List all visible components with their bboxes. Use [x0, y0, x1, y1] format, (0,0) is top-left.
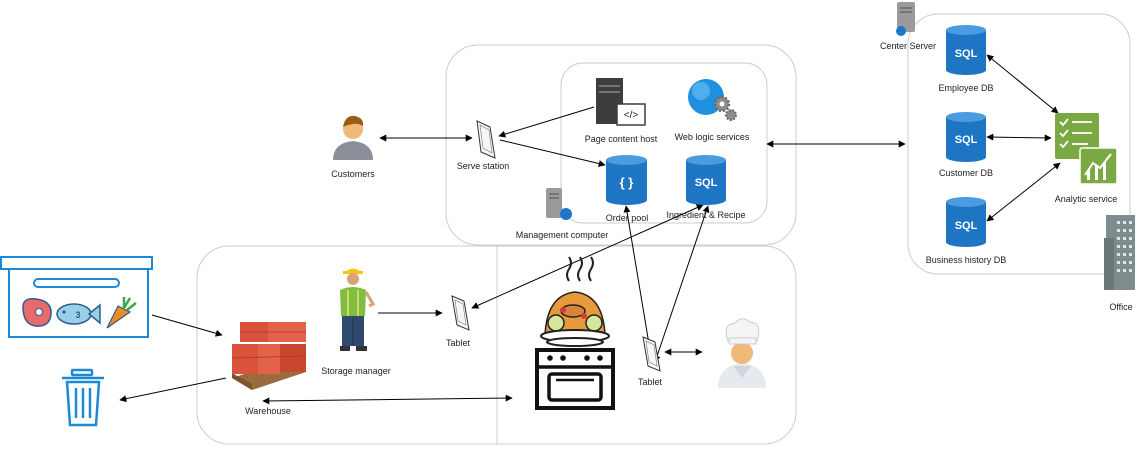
code-glyph: </>	[624, 110, 639, 121]
sql-glyph: SQL	[695, 177, 718, 189]
fish-number: 3	[75, 310, 80, 320]
employee-db-label: Employee DB	[938, 83, 994, 93]
customer-db-label: Customer DB	[938, 168, 994, 178]
customer-icon	[333, 115, 373, 160]
arrow-recipe-storage-tablet	[471, 204, 704, 309]
arrow-employee-analytic	[986, 54, 1059, 114]
carrot-icon	[106, 297, 137, 329]
storage-tablet-icon	[451, 295, 470, 331]
arrow-serve-orderpool	[499, 139, 606, 167]
arrow-host-serve	[498, 106, 595, 138]
analytic-service-icon	[1055, 113, 1118, 185]
storage-manager-label: Storage manager	[321, 366, 391, 376]
arrow-recipe-tablet	[653, 205, 710, 363]
business-history-db-label: Business history DB	[925, 255, 1007, 265]
sql-glyph: SQL	[955, 134, 978, 146]
web-logic-services-label: Web logic services	[674, 132, 750, 142]
ingredient-recipe-db-icon: SQL	[686, 155, 726, 205]
employee-db-icon: SQL	[946, 25, 986, 75]
food-crate-icon: 3	[0, 256, 153, 338]
ingredient-recipe-label: Ingredient & Recipe	[666, 210, 746, 220]
arrow-customer-analytic	[986, 133, 1052, 142]
order-pool-db-icon: { }	[606, 155, 647, 205]
page-content-host-icon: </>	[596, 78, 646, 126]
kitchen-tablet-label: Tablet	[637, 377, 663, 387]
office-frame	[907, 13, 1131, 275]
sql-glyph: SQL	[955, 48, 978, 60]
analytic-service-label: Analytic service	[1054, 194, 1118, 204]
arrow-warehouse-kitchen	[262, 394, 513, 405]
order-pool-label: Order pool	[605, 213, 649, 223]
office-building-icon	[1104, 215, 1135, 290]
web-logic-services-icon	[688, 79, 737, 121]
warehouse-label: Warehouse	[245, 406, 291, 416]
json-glyph: { }	[620, 175, 634, 190]
fish-icon: 3	[56, 303, 101, 325]
arrow-business-analytic	[986, 162, 1061, 222]
sql-glyph: SQL	[955, 220, 978, 232]
arrow-warehouse-trash	[119, 377, 227, 403]
management-computer-icon	[546, 188, 572, 220]
customer-db-icon: SQL	[946, 112, 986, 162]
page-content-host-label: Page content host	[584, 134, 658, 144]
serve-station-tablet-icon	[476, 120, 496, 159]
trash-can-icon	[62, 368, 104, 427]
management-computer-label: Management computer	[515, 230, 609, 240]
kitchen-oven-icon	[535, 256, 615, 410]
storage-tablet-label: Tablet	[445, 338, 471, 348]
center-server-icon	[896, 2, 915, 36]
chef-icon	[718, 318, 766, 388]
kitchen-tablet-icon	[642, 336, 661, 372]
business-history-db-icon: SQL	[946, 197, 986, 247]
customers-label: Customers	[331, 169, 375, 179]
arrow-crate-warehouse	[151, 314, 223, 337]
serve-station-label: Serve station	[456, 161, 510, 171]
storage-manager-icon	[340, 268, 376, 351]
center-server-label: Center Server	[879, 41, 937, 51]
warehouse-boxes-icon	[231, 322, 307, 390]
office-label: Office	[1109, 302, 1133, 312]
